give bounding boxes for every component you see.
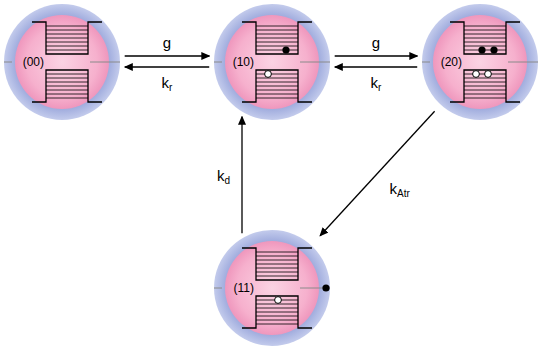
quantum-dot-illustration — [422, 4, 538, 120]
rate-arrow — [125, 55, 210, 56]
rate-label: kr — [369, 74, 384, 91]
state-label: (11) — [234, 281, 254, 295]
rate-label: g — [161, 34, 173, 51]
state-label: (10) — [233, 55, 254, 69]
quantum-dot-state: (10) — [214, 4, 330, 120]
rate-arrow — [320, 111, 435, 235]
quantum-dot-state: (20) — [422, 4, 538, 120]
rate-arrow — [241, 117, 242, 234]
rate-label: kAtr — [388, 180, 412, 197]
rate-arrow — [125, 66, 209, 67]
quantum-dot-illustration — [214, 230, 330, 346]
rate-label: kr — [160, 74, 175, 91]
rate-label: g — [370, 34, 382, 51]
quantum-dot-state: (00) — [4, 4, 120, 120]
quantum-dot-illustration — [214, 4, 330, 120]
quantum-dot-illustration — [4, 4, 120, 120]
rate-label: kd — [215, 167, 232, 184]
state-label: (00) — [23, 55, 44, 69]
rate-arrow — [335, 55, 418, 56]
rate-arrow — [335, 66, 417, 67]
quantum-dot-state: (11) — [214, 230, 330, 346]
state-label: (20) — [441, 55, 462, 69]
